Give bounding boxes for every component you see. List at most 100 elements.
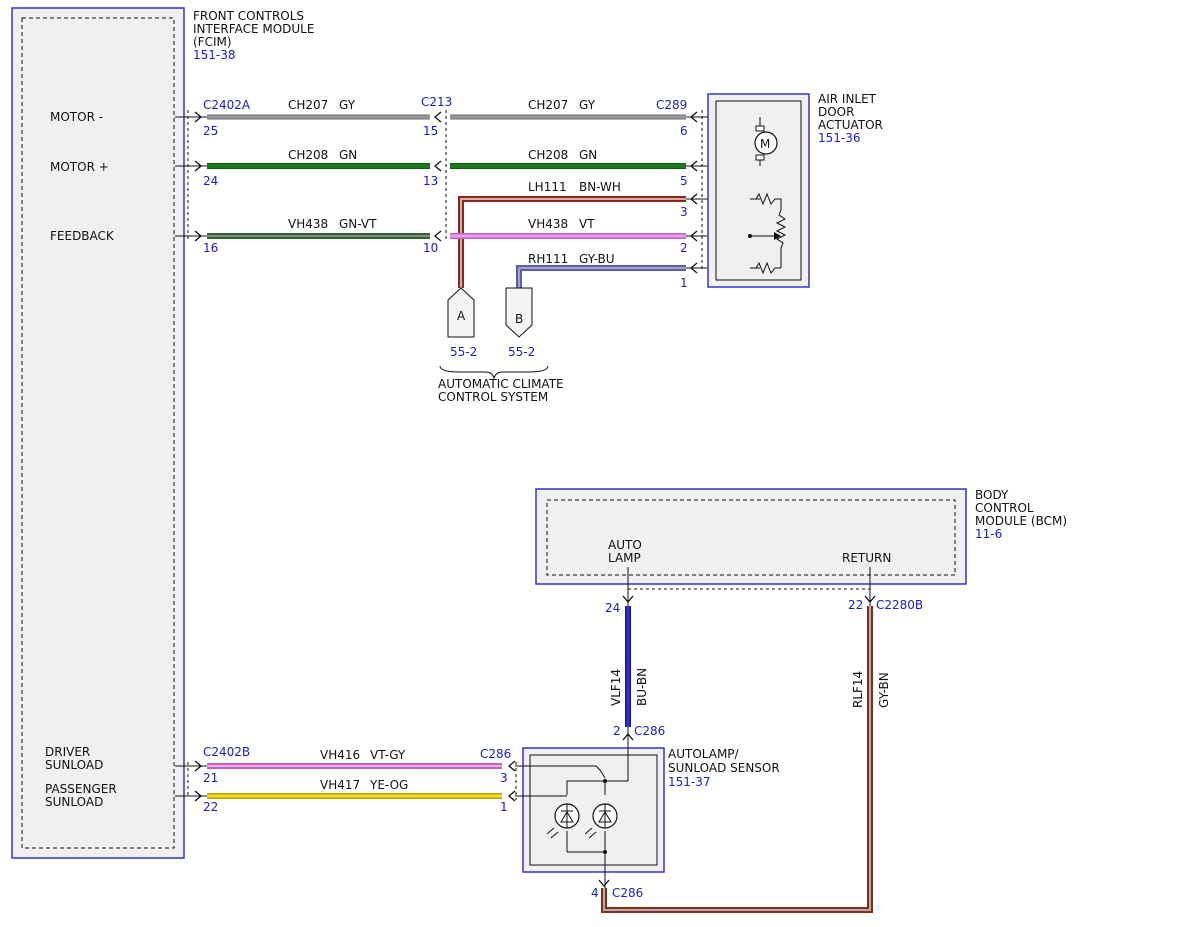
connector-c2402b[interactable]: C2402B (203, 745, 250, 759)
pin-c286-3: 3 (500, 771, 508, 785)
wire-vh417-circuit: VH417 (320, 778, 360, 792)
signal-passenger-sunload-2: SUNLOAD (45, 795, 103, 809)
wire-ch208-right-circuit: CH208 (528, 148, 568, 162)
wire-vh438-left-color: GN-VT (339, 217, 377, 231)
signal-feedback: FEEDBACK (50, 229, 115, 243)
signal-driver-sunload-2: SUNLOAD (45, 758, 103, 772)
resistor-lower (750, 261, 781, 275)
wire-lh111-circuit: LH111 (528, 180, 567, 194)
pin-c2402b-22: 22 (203, 800, 218, 814)
pin-bcm-22: 22 (848, 598, 863, 612)
wire-vlf14-color: BU-BN (635, 668, 649, 706)
sensor-name-2: SUNLOAD SENSOR (668, 761, 780, 775)
fcim-name-1: FRONT CONTROLS (193, 9, 304, 23)
wire-lh111-color: BN-WH (579, 180, 621, 194)
photodiode-icon (546, 803, 580, 839)
offpage-b-ref[interactable]: 55-2 (508, 345, 535, 359)
system-brace (439, 365, 549, 380)
signal-motor-plus: MOTOR + (50, 160, 109, 174)
actuator-ref[interactable]: 151-36 (818, 131, 861, 145)
bcm-signal-lamp: LAMP (608, 551, 641, 565)
signal-motor-minus: MOTOR - (50, 110, 103, 124)
wire-rlf14-circuit: RLF14 (851, 671, 865, 708)
connector-c286-sunload[interactable]: C286 (480, 747, 511, 761)
wire-vh417-color: YE-OG (369, 778, 408, 792)
wire-rh111-color: GY-BU (579, 252, 615, 266)
actuator-name-3: ACTUATOR (818, 118, 883, 132)
wire-ch207-right-circuit: CH207 (528, 98, 568, 112)
connector-arrows-bottom (194, 760, 516, 802)
pin-c213-13: 13 (423, 174, 438, 188)
offpage-a-label: A (457, 309, 466, 323)
sensor-ref[interactable]: 151-37 (668, 775, 711, 789)
bcm-name-3: MODULE (BCM) (975, 514, 1067, 528)
fcim-name-2: INTERFACE MODULE (193, 22, 314, 36)
sensor-module (522, 747, 665, 873)
wire-ch207-right-color: GY (579, 98, 596, 112)
wire-rlf14[interactable] (601, 606, 873, 913)
wire-rh111-circuit: RH111 (528, 252, 568, 266)
wire-ch207-left-circuit: CH207 (288, 98, 328, 112)
system-name-2: CONTROL SYSTEM (438, 390, 548, 404)
connector-c289[interactable]: C289 (656, 98, 687, 112)
pin-c286-1: 1 (500, 800, 508, 814)
wire-ch208-left-circuit: CH208 (288, 148, 328, 162)
pin-c289-3: 3 (680, 205, 688, 219)
actuator-module: M (707, 93, 810, 288)
pin-c286-4: 4 (591, 886, 599, 900)
pin-c289-1: 1 (680, 276, 688, 290)
wire-ch208-right-color: GN (579, 148, 597, 162)
wire-vh416-circuit: VH416 (320, 748, 360, 762)
photodiode-icon (584, 803, 618, 839)
connector-c2402a[interactable]: C2402A (203, 98, 251, 112)
wire-vh438-right-circuit: VH438 (528, 217, 568, 231)
offpage-connector-b[interactable]: B (505, 287, 533, 338)
connector-c213[interactable]: C213 (421, 95, 452, 109)
offpage-connector-a[interactable]: A (447, 287, 475, 338)
wire-rlf14-color: GY-BN (877, 672, 891, 708)
pin-c286-2: 2 (613, 724, 621, 738)
pin-c2402a-16: 16 (203, 241, 218, 255)
wire-vlf14-circuit: VLF14 (609, 669, 623, 706)
wire-vh438-left-circuit: VH438 (288, 217, 328, 231)
pin-c2402b-21: 21 (203, 771, 218, 785)
offpage-a-ref[interactable]: 55-2 (450, 345, 477, 359)
signal-driver-sunload-1: DRIVER (45, 745, 90, 759)
signal-passenger-sunload-1: PASSENGER (45, 782, 117, 796)
pin-bcm-24: 24 (605, 601, 620, 615)
wire-vh416-color: VT-GY (370, 748, 406, 762)
sensor-name-1: AUTOLAMP/ (668, 747, 740, 761)
resistor-upper (750, 192, 782, 210)
motor-icon (754, 131, 778, 155)
fcim-module: FRONT CONTROLS INTERFACE MODULE (FCIM) 1… (11, 7, 314, 859)
pin-c289-5: 5 (680, 174, 688, 188)
connector-c286-return[interactable]: C286 (612, 886, 643, 900)
pin-c289-2: 2 (680, 241, 688, 255)
actuator-name-1: AIR INLET (818, 92, 877, 106)
actuator-name-2: DOOR (818, 105, 854, 119)
pin-c2402a-24: 24 (203, 174, 218, 188)
bcm-signal-auto: AUTO (608, 538, 642, 552)
pin-c2402a-25: 25 (203, 124, 218, 138)
connector-c286-autolamp[interactable]: C286 (634, 724, 665, 738)
wire-ch207-left-color: GY (339, 98, 356, 112)
wire-ch208-left-color: GN (339, 148, 357, 162)
bcm-name-1: BODY (975, 488, 1009, 502)
offpage-b-label: B (515, 312, 523, 326)
bcm-name-2: CONTROL (975, 501, 1034, 515)
pin-c213-10: 10 (423, 241, 438, 255)
bcm-module (535, 488, 967, 585)
pin-c289-6: 6 (680, 124, 688, 138)
resistor-wiper (775, 209, 787, 268)
system-name-1: AUTOMATIC CLIMATE (438, 377, 564, 391)
connector-arrows-top (194, 111, 698, 274)
fcim-ref[interactable]: 151-38 (193, 48, 236, 62)
bcm-ref[interactable]: 11-6 (975, 527, 1002, 541)
pin-c213-15: 15 (423, 124, 438, 138)
connector-c2280b[interactable]: C2280B (876, 598, 923, 612)
bcm-signal-return: RETURN (842, 551, 891, 565)
wire-vh438-right-color: VT (579, 217, 595, 231)
svg-text:M: M (760, 137, 770, 151)
fcim-name-3: (FCIM) (193, 35, 232, 49)
